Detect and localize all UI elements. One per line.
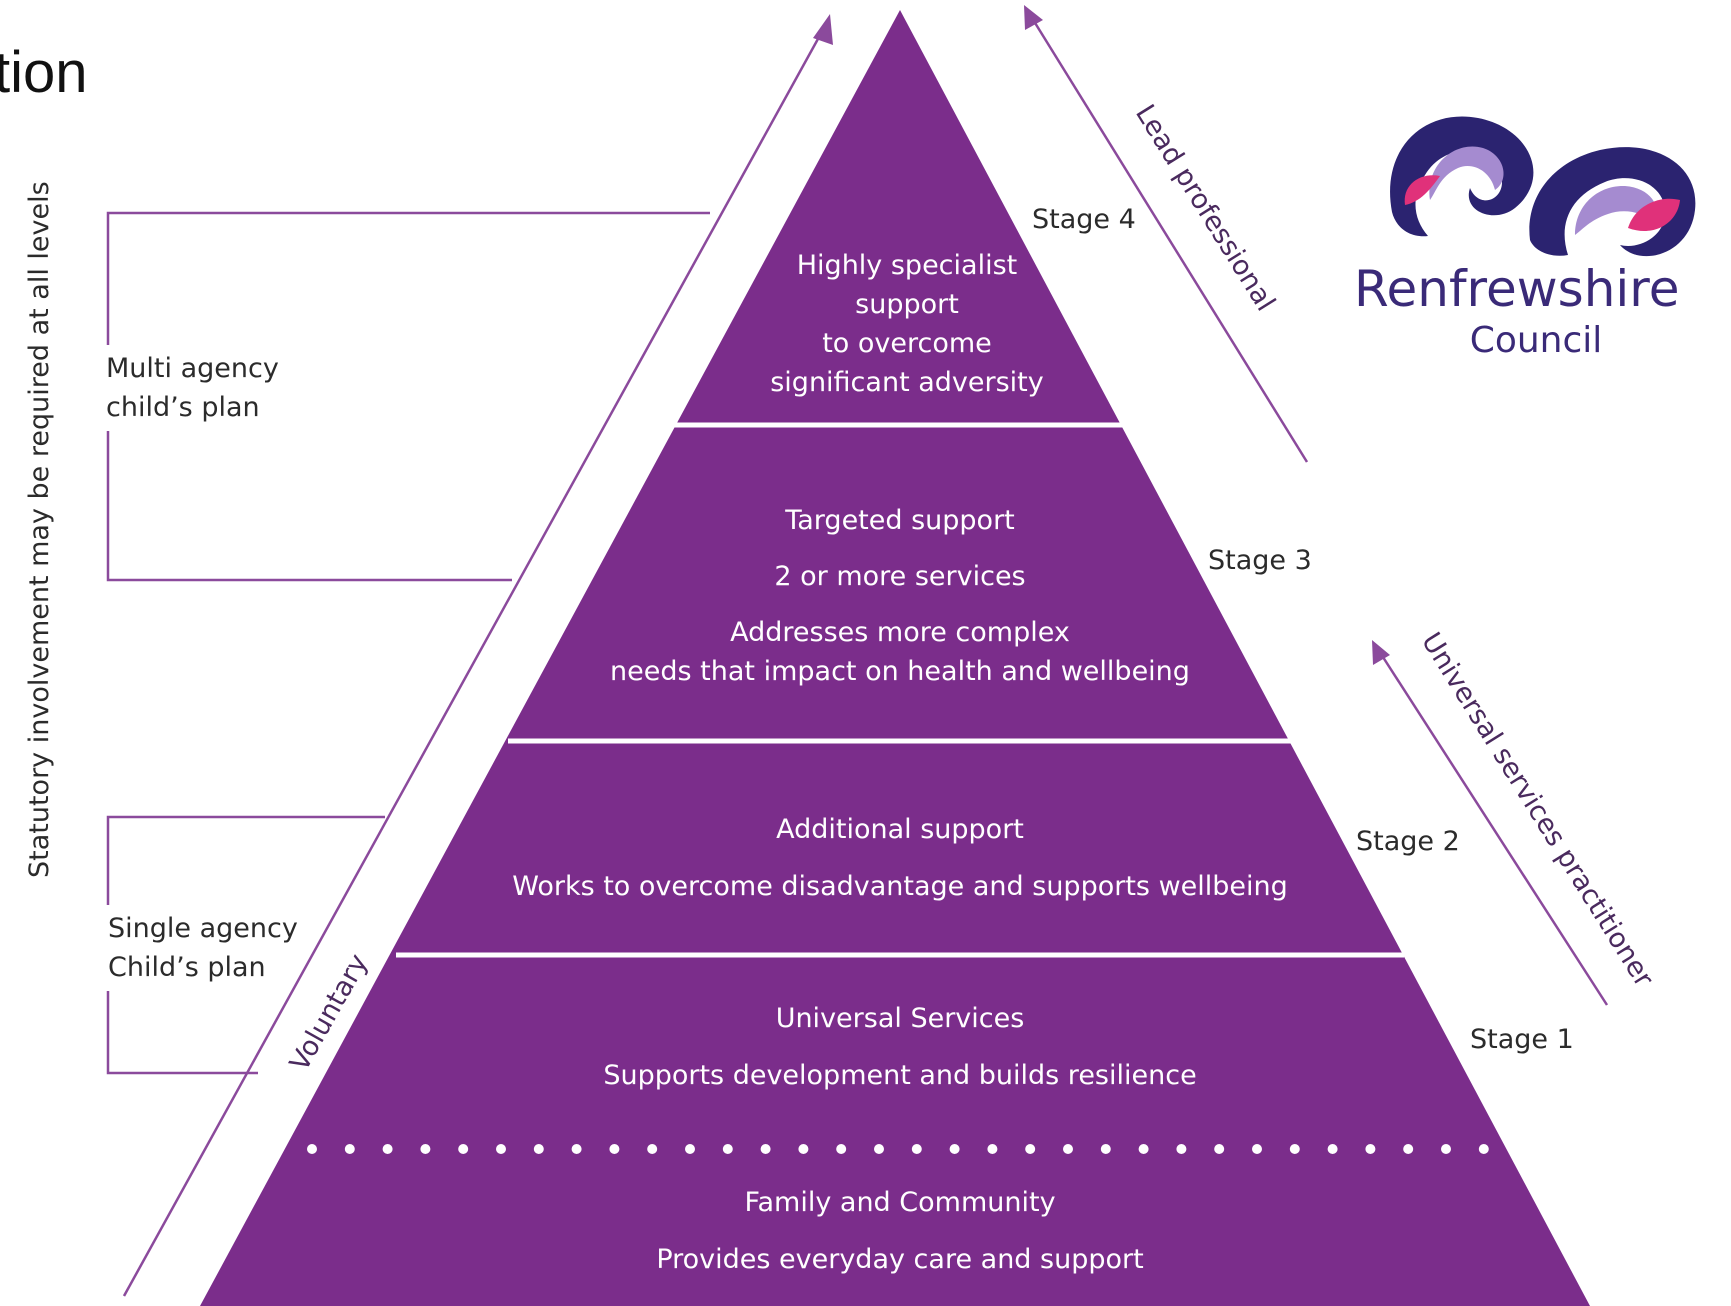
- divider-dot: [647, 1144, 658, 1154]
- single-agency-line-1: Single agency: [108, 913, 298, 944]
- divider-dot: [1327, 1144, 1338, 1154]
- tier-2-line-2: Works to overcome disadvantage and suppo…: [512, 871, 1288, 902]
- renfrewshire-council-logo: Renfrewshire Council: [1354, 116, 1696, 361]
- divider-dot: [685, 1144, 695, 1154]
- divider-dot: [949, 1144, 960, 1154]
- divider-dot: [1252, 1144, 1262, 1154]
- multi-agency-line-1: Multi agency: [106, 353, 279, 384]
- tier-stage-3: Targeted support 2 or more services Addr…: [610, 505, 1190, 687]
- tier-3-line-4: needs that impact on health and wellbein…: [610, 656, 1190, 687]
- tier-1-line-1: Universal Services: [776, 1003, 1025, 1034]
- stage-1-label: Stage 1: [1470, 1024, 1574, 1055]
- divider-dot: [1063, 1144, 1073, 1154]
- renfrewshire-paisley-logo-icon: [1390, 116, 1696, 257]
- divider-dot: [1478, 1144, 1489, 1154]
- tier-4-line-3: to overcome: [822, 328, 992, 359]
- tier-1-line-2: Supports development and builds resilien…: [603, 1060, 1196, 1091]
- divider-dot: [1025, 1144, 1036, 1154]
- divider-dot: [798, 1144, 809, 1154]
- divider-dot: [1100, 1144, 1111, 1154]
- lead-professional-label: Lead professional: [1129, 99, 1281, 316]
- divider-dot: [1441, 1144, 1451, 1154]
- lead-professional-arrow: [1030, 17, 1309, 463]
- stage-2-label: Stage 2: [1356, 826, 1460, 857]
- tier-3-line-1: Targeted support: [784, 505, 1015, 536]
- pyramid: [200, 10, 1590, 1306]
- lead-professional-arrow-head: [1024, 5, 1043, 30]
- divider-dot: [382, 1144, 393, 1154]
- support-needs-arrow-head: [813, 14, 833, 45]
- single-agency-line-2: Child’s plan: [108, 952, 266, 983]
- divider-dot: [533, 1144, 544, 1154]
- divider-dot: [911, 1144, 922, 1154]
- divider-dot: [987, 1144, 998, 1154]
- divider-dot: [1138, 1144, 1149, 1154]
- universal-services-label: Universal services practitioner: [1415, 627, 1660, 993]
- tier-0-line-2: Provides everyday care and support: [656, 1244, 1143, 1275]
- divider-dot: [1176, 1144, 1187, 1154]
- divider-dot: [458, 1144, 469, 1154]
- support-needs-arrow: [122, 27, 826, 1297]
- tier-family-community: Family and Community Provides everyday c…: [656, 1187, 1143, 1275]
- universal-services-arrow-head: [1372, 640, 1390, 665]
- multi-agency-line-2: child’s plan: [106, 392, 260, 423]
- tier-stage-1: Universal Services Supports development …: [603, 1003, 1196, 1091]
- multi-agency-label-mask: [100, 345, 300, 431]
- divider-dot: [836, 1144, 847, 1154]
- logo-name: Renfrewshire: [1354, 260, 1680, 318]
- divider-dot: [1403, 1144, 1414, 1154]
- stage-4-label: Stage 4: [1032, 204, 1136, 235]
- divider-dot: [1365, 1144, 1376, 1154]
- divider-dot: [722, 1144, 733, 1154]
- dotted-divider-community: [307, 1144, 1489, 1154]
- divider-dot: [307, 1144, 317, 1154]
- logo-sub: Council: [1470, 320, 1603, 361]
- tier-4-line-1: Highly specialist: [797, 250, 1017, 281]
- divider-dot: [571, 1144, 582, 1154]
- tier-4-line-2: support: [855, 289, 959, 320]
- tier-4-line-4: significant adversity: [770, 367, 1044, 398]
- tier-stage-4: Highly specialist support to overcome si…: [770, 250, 1044, 398]
- stage-3-label: Stage 3: [1208, 545, 1312, 576]
- statutory-involvement-label: Statutory involvement may be required at…: [24, 181, 55, 878]
- slide-title-fragment: tion: [0, 40, 88, 105]
- tier-0-line-1: Family and Community: [744, 1187, 1055, 1218]
- multi-agency-label: Multi agency child’s plan: [100, 345, 300, 431]
- tier-3-line-2: 2 or more services: [774, 561, 1025, 592]
- tier-stage-2: Additional support Works to overcome dis…: [512, 814, 1288, 902]
- universal-services-arrow: [1379, 653, 1609, 1006]
- divider-dot: [420, 1144, 431, 1154]
- divider-dot: [874, 1144, 884, 1154]
- divider-dot: [609, 1144, 620, 1154]
- single-agency-label: Single agency Child’s plan: [100, 905, 315, 991]
- divider-dot: [496, 1144, 506, 1154]
- divider-dot: [1214, 1144, 1225, 1154]
- tier-2-line-1: Additional support: [776, 814, 1024, 845]
- divider-dot: [1289, 1144, 1300, 1154]
- tier-3-line-3: Addresses more complex: [730, 617, 1070, 648]
- divider-dot: [344, 1144, 355, 1154]
- single-agency-label-mask: [100, 905, 315, 991]
- divider-dot: [760, 1144, 771, 1154]
